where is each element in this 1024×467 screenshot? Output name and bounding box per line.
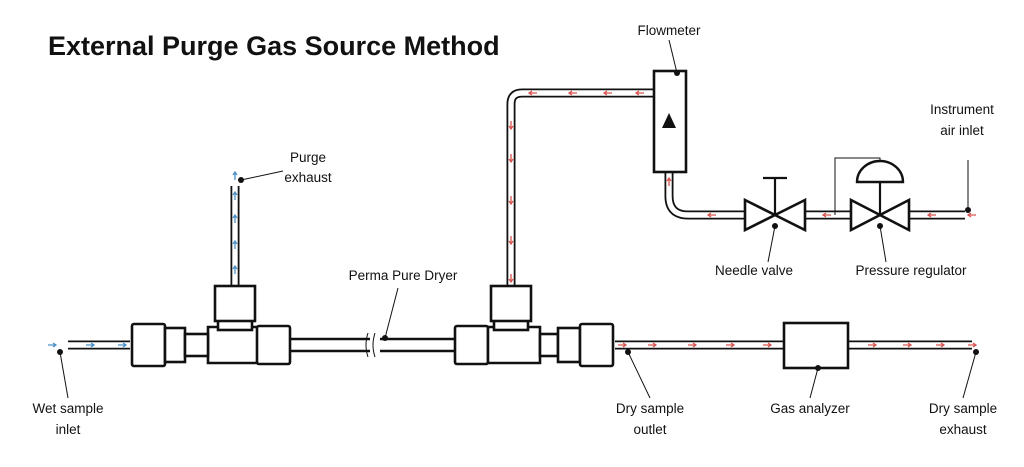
needle-valve	[743, 176, 807, 233]
flow-arrow-icon	[726, 342, 736, 348]
pressure-regulator	[834, 157, 911, 233]
flow-arrow-icon	[86, 342, 96, 348]
flowmeter	[652, 69, 688, 174]
gas-analyzer-box	[782, 321, 850, 370]
flow-arrow-icon	[48, 342, 58, 348]
label-purge-exhaust-2: exhaust	[284, 170, 332, 185]
purge-supply-pipe	[506, 88, 655, 288]
bowtie-valve-icon	[743, 197, 778, 233]
instrument-air-pipe	[664, 172, 745, 220]
right-tee-assembly	[453, 284, 615, 368]
page-title: External Purge Gas Source Method	[48, 31, 500, 61]
flow-arrow-icon	[648, 342, 658, 348]
flow-arrow-icon	[926, 212, 936, 218]
flow-arrow-icon	[232, 213, 238, 223]
flow-arrow-icon	[968, 342, 978, 348]
leaders	[57, 39, 979, 399]
flow-arrow-icon	[508, 236, 514, 246]
label-purge-exhaust-1: Purge	[290, 150, 326, 165]
flow-arrow-icon	[634, 90, 644, 96]
label-dry-sample-outlet-1: Dry sample	[616, 401, 684, 416]
label-instrument-air-inlet-2: air inlet	[940, 123, 984, 138]
pipes	[68, 88, 972, 350]
purge-exhaust-nut	[213, 284, 257, 323]
triangle-up-icon	[662, 113, 676, 128]
label-needle-valve: Needle valve	[715, 263, 793, 278]
label-wet-sample-inlet-1: Wet sample	[32, 401, 103, 416]
flow-arrow-icon	[508, 121, 514, 131]
flow-arrow-icon	[602, 90, 612, 96]
break-mark-icon	[365, 332, 376, 358]
flow-arrow-icon	[527, 90, 537, 96]
flow-arrow-icon	[232, 239, 238, 249]
label-instrument-air-inlet-1: Instrument	[930, 102, 994, 117]
flow-arrows	[48, 90, 978, 348]
label-dry-sample-exhaust-2: exhaust	[939, 422, 987, 437]
flow-arrow-icon	[232, 190, 238, 200]
flow-arrow-icon	[618, 342, 628, 348]
flow-arrow-icon	[508, 196, 514, 206]
flow-arrow-icon	[118, 342, 128, 348]
flow-arrow-icon	[868, 342, 878, 348]
perma-pure-dryer	[290, 332, 455, 358]
flow-arrow-icon	[966, 212, 976, 218]
label-gas-analyzer: Gas analyzer	[770, 401, 850, 416]
flow-arrow-icon	[821, 212, 831, 218]
flow-arrow-icon	[567, 90, 577, 96]
label-dry-sample-exhaust-1: Dry sample	[929, 401, 997, 416]
label-wet-sample-inlet-2: inlet	[56, 422, 81, 437]
flow-arrow-icon	[508, 154, 514, 164]
flow-arrow-icon	[903, 342, 913, 348]
purge-inlet-nut	[489, 284, 533, 323]
flow-arrow-icon	[706, 212, 716, 218]
flow-arrow-icon	[936, 342, 946, 348]
flow-arrow-icon	[232, 264, 238, 274]
dome-regulator-icon	[855, 159, 905, 184]
label-pressure-regulator: Pressure regulator	[855, 263, 967, 278]
flow-arrow-icon	[763, 342, 773, 348]
flow-arrow-icon	[232, 170, 238, 180]
left-tee-assembly	[130, 284, 292, 368]
flow-arrow-icon	[666, 176, 672, 186]
labels: Flowmeter Instrument air inlet Purge exh…	[32, 23, 997, 437]
flow-arrow-icon	[508, 274, 514, 284]
label-dry-sample-outlet-2: outlet	[633, 422, 666, 437]
label-flowmeter: Flowmeter	[637, 23, 701, 38]
flow-arrow-icon	[688, 342, 698, 348]
label-perma-pure-dryer: Perma Pure Dryer	[349, 268, 458, 283]
